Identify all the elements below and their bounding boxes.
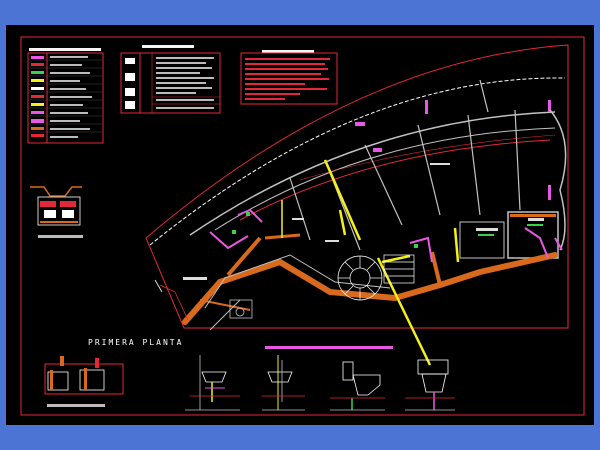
detail-toilet-front (405, 359, 455, 411)
detail-lavatory (262, 346, 393, 411)
pipe-section-detail (30, 186, 83, 238)
fixture-table (120, 45, 221, 114)
drawing-area (6, 25, 594, 425)
notes-box (240, 50, 338, 105)
sheet-frame (20, 36, 585, 416)
top-bar (6, 25, 594, 31)
detail-left (44, 356, 124, 407)
detail-toilet-side (330, 361, 385, 411)
detail-wash-basin (185, 355, 240, 411)
legend-table (27, 48, 104, 144)
floor-plan (145, 44, 569, 366)
plan-title: PRIMERA PLANTA (88, 338, 184, 347)
spiral-staircase (337, 255, 383, 301)
